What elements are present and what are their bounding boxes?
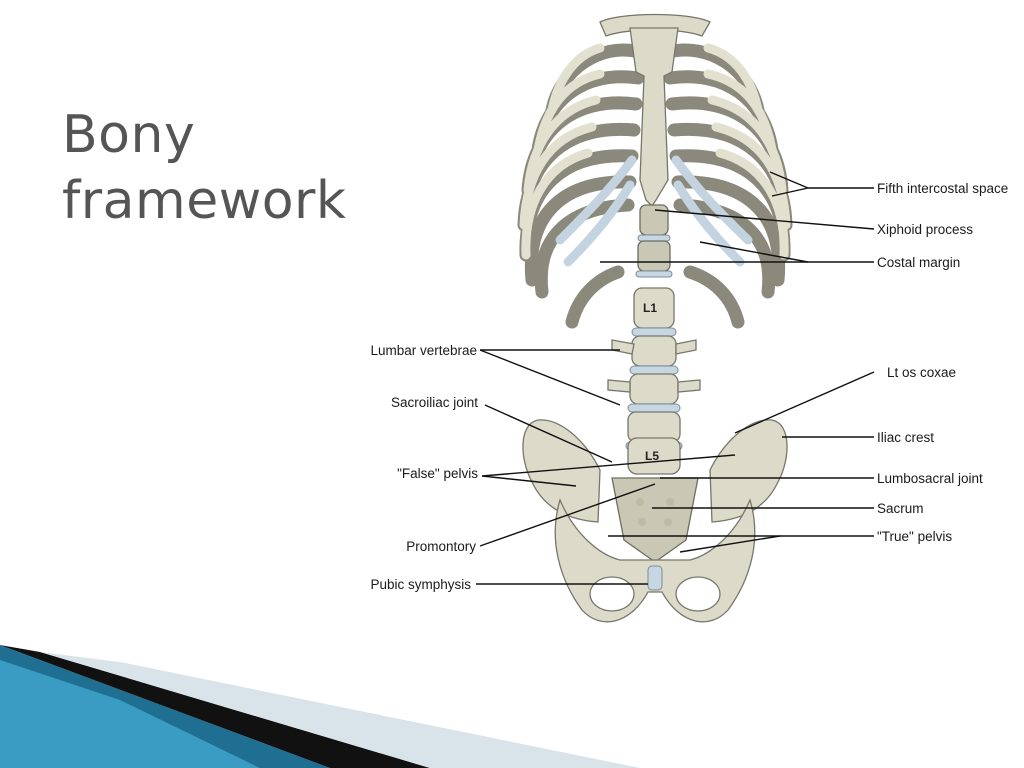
diagram-labels: Fifth intercostal space Xiphoid process … <box>370 181 1008 592</box>
label-iliac-crest: Iliac crest <box>877 430 934 445</box>
slide-title-line-2: framework <box>62 171 347 231</box>
label-promontory: Promontory <box>406 539 476 554</box>
rib-cage <box>517 13 793 329</box>
spine <box>607 204 701 475</box>
vertebra-label-l5: L5 <box>645 449 659 463</box>
label-false-pelvis: "False" pelvis <box>397 466 478 481</box>
label-lumbar-vertebrae: Lumbar vertebrae <box>370 343 477 358</box>
vertebra-label-l1: L1 <box>643 301 657 315</box>
label-pubic-symphysis: Pubic symphysis <box>370 577 471 592</box>
label-xiphoid-process: Xiphoid process <box>877 222 973 237</box>
footer-decoration <box>0 645 640 768</box>
label-fifth-intercostal-space: Fifth intercostal space <box>877 181 1008 196</box>
slide-title-line-1: Bony <box>62 105 196 165</box>
slide-title: Bony framework <box>62 102 347 234</box>
pelvis <box>522 419 788 623</box>
label-sacrum: Sacrum <box>877 501 924 516</box>
label-true-pelvis: "True" pelvis <box>877 529 952 544</box>
leader-lines <box>476 171 875 585</box>
label-lt-os-coxae: Lt os coxae <box>887 365 956 380</box>
label-sacroiliac-joint: Sacroiliac joint <box>391 395 478 410</box>
label-lumbosacral-joint: Lumbosacral joint <box>877 471 983 486</box>
label-costal-margin: Costal margin <box>877 255 960 270</box>
